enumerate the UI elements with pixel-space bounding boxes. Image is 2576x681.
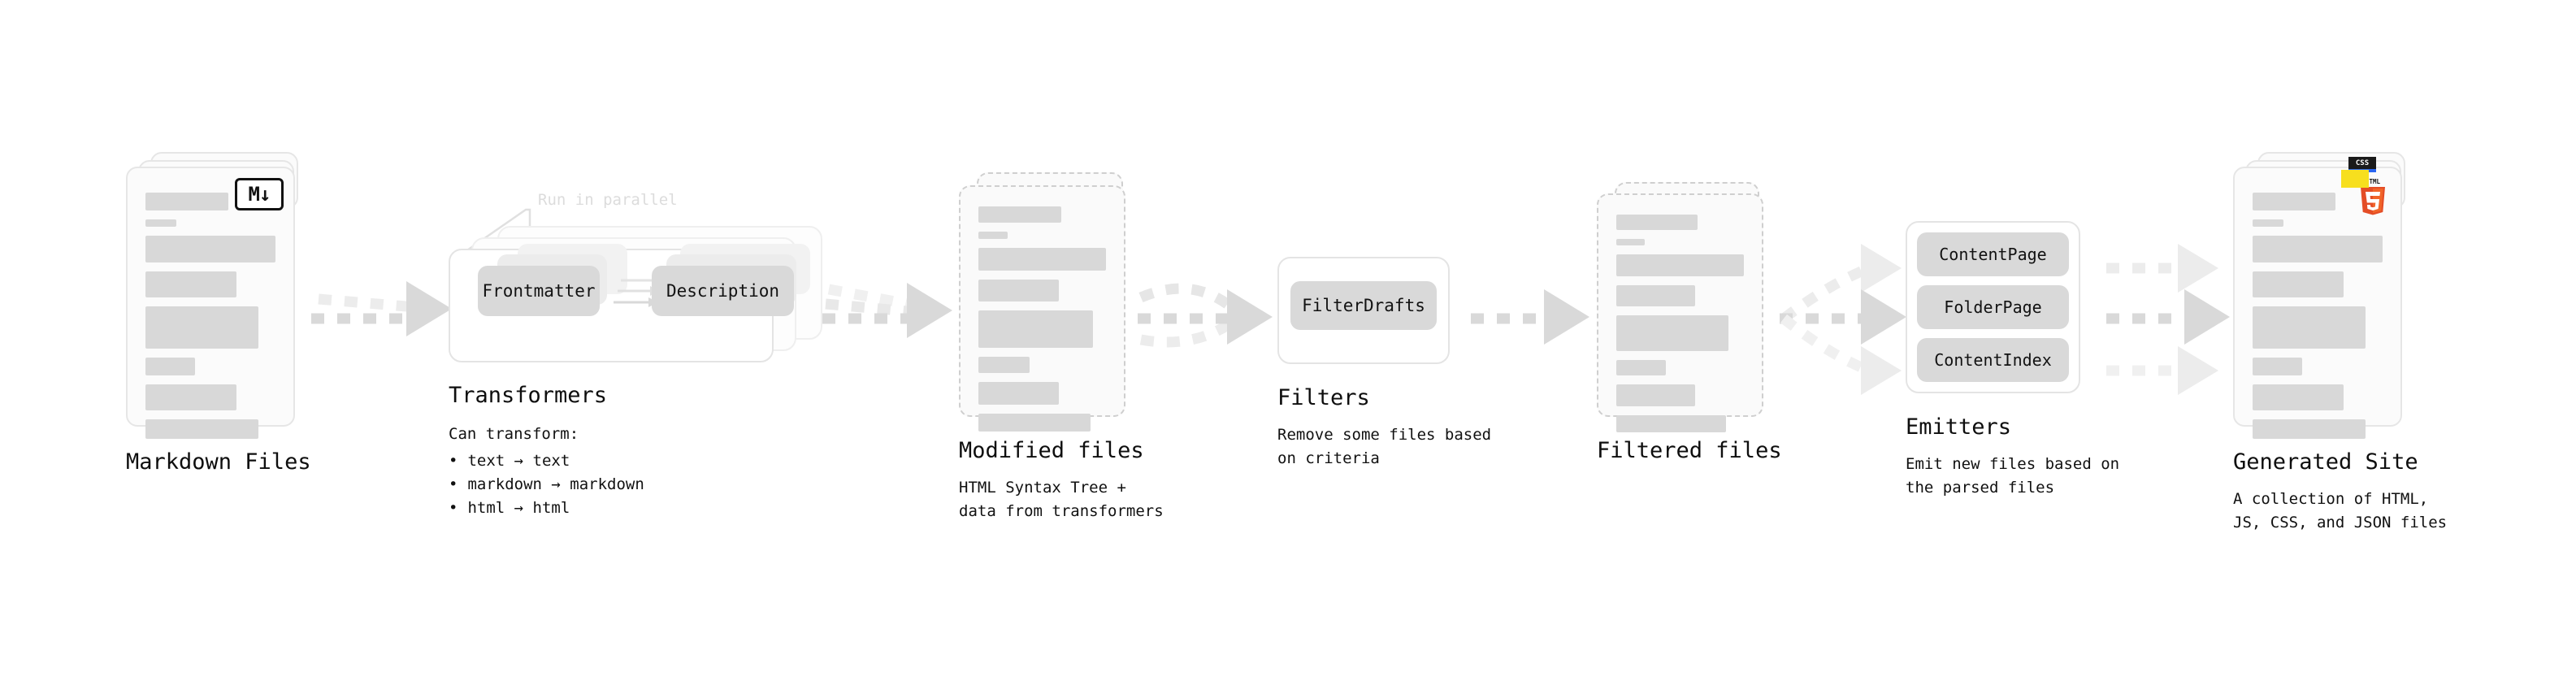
markdown-badge-letter: M <box>248 183 260 206</box>
html5-badge: HTML <box>2357 176 2389 215</box>
stage-title: Modified files <box>959 438 1144 463</box>
stage-title: Filtered files <box>1597 438 1782 463</box>
stage-title: Generated Site <box>2233 449 2418 475</box>
file-card-front: HTML <box>2233 167 2402 439</box>
svg-text:HTML: HTML <box>2366 178 2381 185</box>
emitter-pill-contentpage[interactable]: ContentPage <box>1917 232 2069 276</box>
filter-pill-filterdrafts[interactable]: FilterDrafts <box>1290 281 1437 330</box>
stage-title: Transformers <box>449 383 608 408</box>
stage-generated-site: CSS HTML <box>2233 152 2448 534</box>
markdown-badge: M↓ <box>235 178 284 210</box>
filter-pill-filterdrafts-label: FilterDrafts <box>1302 296 1425 315</box>
emitter-pill-folderpage-label: FolderPage <box>1944 297 2042 317</box>
stage-emitters: ContentPage FolderPage ContentIndex Emit… <box>1906 221 2119 499</box>
bullet-item: text → text <box>449 449 830 473</box>
run-in-parallel-label: Run in parallel <box>538 191 678 209</box>
file-skeleton-bars <box>2235 168 2400 439</box>
emitter-pill-contentpage-label: ContentPage <box>1939 245 2047 264</box>
css-badge-label: CSS <box>2355 158 2370 167</box>
emitter-pill-contentindex[interactable]: ContentIndex <box>1917 338 2069 382</box>
transformers-description: Can transform: <box>449 425 579 443</box>
bullet-item: html → html <box>449 497 830 520</box>
modified-files-description: HTML Syntax Tree + data from transformer… <box>959 479 1164 520</box>
stage-title: Emitters <box>1906 414 2012 440</box>
filters-description: Remove some files based on criteria <box>1277 426 1492 467</box>
file-card-front: M↓ <box>126 167 295 439</box>
file-skeleton-bars <box>961 187 1124 432</box>
transformer-pill-description-label: Description <box>666 281 780 301</box>
stage-markdown-files: M↓ Markdown Files <box>126 152 311 475</box>
bullet-item: markdown → markdown <box>449 473 830 497</box>
transformer-pill-frontmatter[interactable]: Frontmatter <box>478 266 600 316</box>
transformer-pill-description[interactable]: Description <box>652 266 794 316</box>
file-skeleton-bars <box>1598 195 1762 432</box>
stage-modified-files: Modified files HTML Syntax Tree + data f… <box>959 172 1164 523</box>
markdown-badge-arrow: ↓ <box>259 183 271 206</box>
generated-site-description: A collection of HTML, JS, CSS, and JSON … <box>2233 490 2448 531</box>
file-card-front <box>1597 193 1763 432</box>
transformer-pill-frontmatter-label: Frontmatter <box>482 281 596 301</box>
js-badge <box>2341 170 2369 188</box>
stage-title: Filters <box>1277 385 1370 410</box>
emitter-pill-folderpage[interactable]: FolderPage <box>1917 285 2069 329</box>
emitter-pill-contentindex-label: ContentIndex <box>1934 350 2052 370</box>
stage-title: Markdown Files <box>126 449 311 475</box>
file-card-front <box>959 185 1125 432</box>
transformers-bullet-list: text → text markdown → markdown html → h… <box>449 449 830 521</box>
file-skeleton-bars <box>128 168 293 439</box>
stage-transformers: Run in parallel Fron <box>449 191 830 521</box>
stage-filters: FilterDrafts Filters Remove some files b… <box>1277 257 1491 470</box>
emitters-description: Emit new files based on the parsed files <box>1906 455 2120 497</box>
stage-filtered-files: Filtered files <box>1597 182 1782 463</box>
